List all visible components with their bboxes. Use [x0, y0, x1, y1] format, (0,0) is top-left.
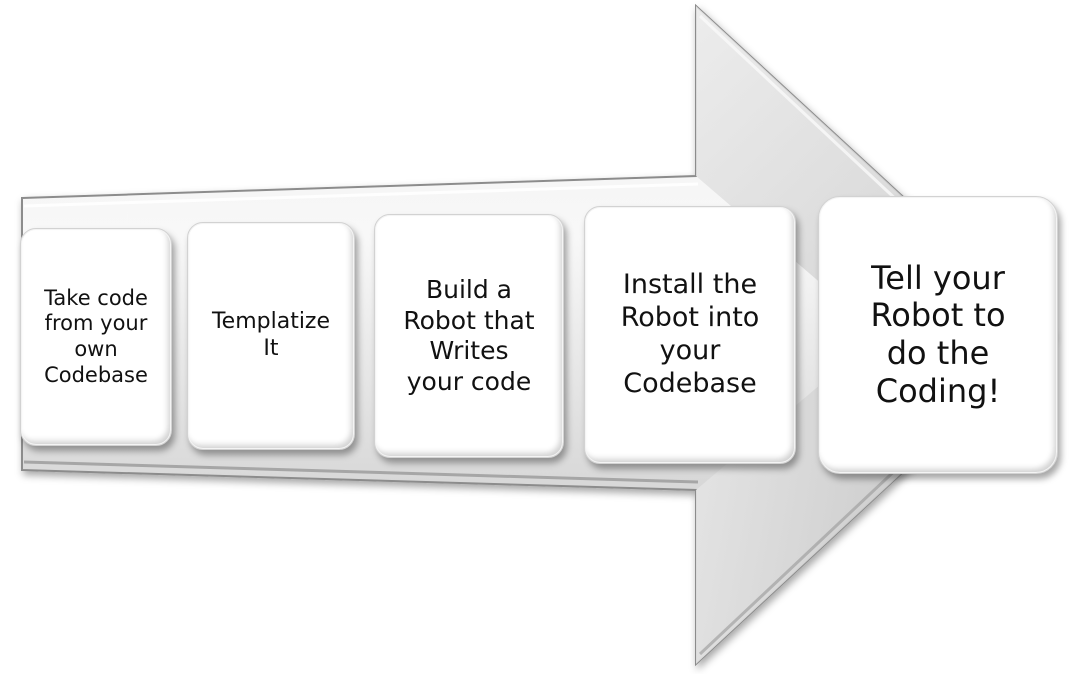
step-2-box: Templatize It [187, 222, 355, 450]
step-5-box: Tell your Robot to do the Coding! [818, 196, 1058, 474]
step-4-label: Install the Robot into your Codebase [620, 269, 760, 399]
step-3-box: Build a Robot that Writes your code [374, 214, 564, 458]
step-1-box: Take code from your own Codebase [20, 228, 172, 446]
step-1-label: Take code from your own Codebase [44, 285, 148, 387]
step-3-label: Build a Robot that Writes your code [403, 275, 535, 396]
step-2-label: Templatize It [211, 309, 331, 361]
step-4-box: Install the Robot into your Codebase [584, 206, 796, 464]
step-5-label: Tell your Robot to do the Coding! [870, 258, 1006, 410]
